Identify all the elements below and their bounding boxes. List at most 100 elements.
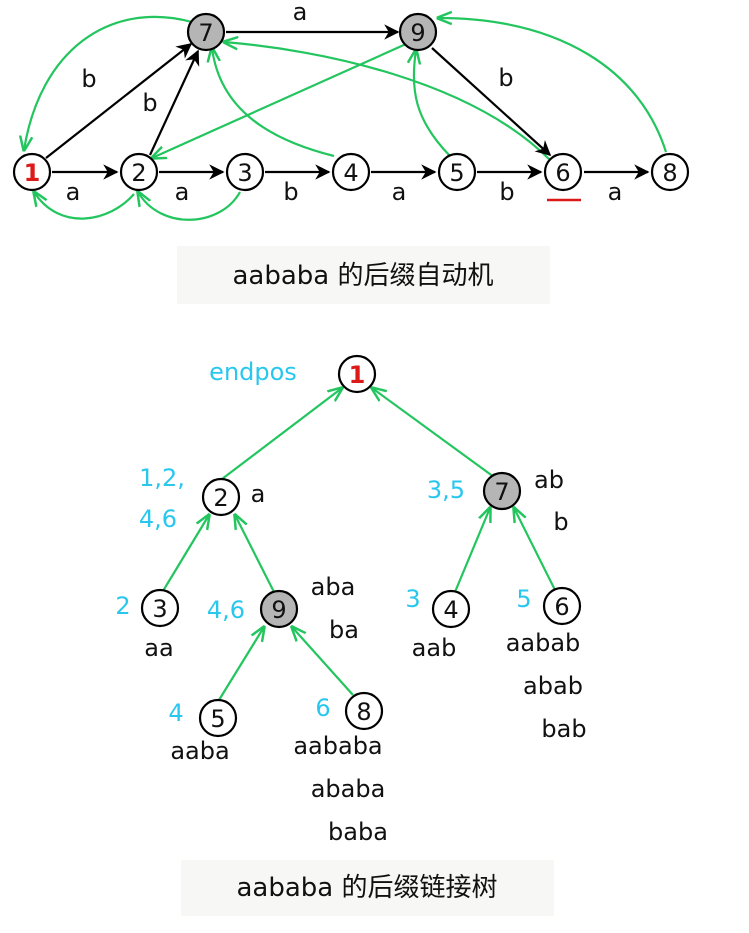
- edge-label-6-8: a: [608, 178, 623, 206]
- substr-node-2: a: [251, 480, 266, 508]
- svg-text:aababa 的后缀自动机: aababa 的后缀自动机: [232, 261, 493, 291]
- tree-node-5: 5: [198, 698, 238, 738]
- svg-text:2: 2: [213, 484, 228, 512]
- substr-node-7-line1: ab: [534, 466, 564, 494]
- tree-edge-4-7: [453, 508, 490, 593]
- svg-text:7: 7: [494, 478, 509, 506]
- tree-node-1: 1: [337, 354, 377, 394]
- substr-node-8-line3: baba: [328, 818, 388, 846]
- svg-text:5: 5: [449, 159, 464, 187]
- automaton-node-6: 6: [543, 152, 583, 192]
- tree-edge-8-9: [292, 627, 354, 696]
- edge-label-4-5: a: [392, 178, 407, 206]
- svg-text:8: 8: [356, 698, 371, 726]
- edge-label-1-2: a: [66, 178, 81, 206]
- tree-edge-5-9: [218, 627, 264, 701]
- svg-text:9: 9: [410, 19, 425, 47]
- automaton-node-4: 4: [331, 152, 371, 192]
- suffix-link-6-7: [224, 42, 551, 161]
- tree-caption: aababa 的后缀链接树: [181, 860, 554, 916]
- automaton-node-7: 7: [186, 12, 226, 52]
- endpos-node-2-line2: 4,6: [139, 505, 177, 533]
- tree-node-3: 3: [140, 588, 180, 628]
- tree-edge-9-2: [235, 515, 275, 593]
- automaton-edge-labels: a a b a b a a b b b: [66, 0, 623, 206]
- edge-label-9-6: b: [498, 64, 513, 92]
- tree-edge-6-7: [514, 508, 556, 591]
- edge-label-5-6: b: [499, 178, 514, 206]
- suffix-automaton: a a b a b a a b b b 1 2 3: [12, 0, 690, 304]
- endpos-node-7: 3,5: [427, 476, 465, 504]
- automaton-caption: aababa 的后缀自动机: [177, 246, 550, 304]
- suffix-link-5-9: [414, 50, 451, 157]
- tree-node-7: 7: [482, 471, 522, 511]
- endpos-node-8: 6: [315, 694, 330, 722]
- tree-nodes: 1 2 7 3 9 4 6: [140, 354, 582, 738]
- tree-endpos-labels: 1,2, 4,6 3,5 2 4,6 3 5 4 6: [115, 464, 531, 727]
- automaton-node-1: 1: [12, 152, 52, 192]
- endpos-node-6: 5: [516, 585, 531, 613]
- tree-edge-3-2: [162, 515, 209, 592]
- svg-text:1: 1: [349, 361, 366, 389]
- tree-node-9: 9: [259, 589, 299, 629]
- svg-text:3: 3: [152, 595, 167, 623]
- suffix-link-3-2: [138, 192, 241, 221]
- endpos-node-2-line1: 1,2,: [139, 464, 185, 492]
- tree-edges: [162, 388, 556, 701]
- substr-node-5: aaba: [170, 737, 229, 765]
- edge-label-1-7: b: [81, 65, 96, 93]
- endpos-header: endpos: [209, 358, 297, 386]
- automaton-suffix-links: [24, 15, 668, 221]
- svg-text:5: 5: [210, 705, 225, 733]
- edge-label-2-7: b: [142, 89, 157, 117]
- substr-node-6-line3: bab: [541, 715, 586, 743]
- substr-node-8-line2: ababa: [311, 775, 386, 803]
- edge-label-3-4: b: [283, 178, 298, 206]
- automaton-node-5: 5: [437, 152, 477, 192]
- suffix-link-9-2: [152, 42, 407, 158]
- suffix-link-7-1: [24, 15, 193, 150]
- substr-node-6-line1: aabab: [506, 629, 581, 657]
- tree-node-6: 6: [542, 586, 582, 626]
- substr-node-3: aa: [144, 634, 173, 662]
- svg-text:8: 8: [662, 159, 677, 187]
- svg-text:3: 3: [237, 159, 252, 187]
- tree-substring-labels: a ab b aa aba ba aab aabab abab bab aaba…: [144, 466, 586, 846]
- endpos-node-4: 3: [405, 585, 420, 613]
- transition-2-7: [149, 49, 200, 156]
- transition-9-6: [431, 47, 552, 157]
- svg-text:6: 6: [554, 593, 569, 621]
- endpos-node-9: 4,6: [207, 596, 245, 624]
- edge-label-2-3: a: [175, 178, 190, 206]
- tree-edge-2-1: [221, 388, 342, 480]
- svg-text:aababa 的后缀链接树: aababa 的后缀链接树: [236, 873, 497, 903]
- automaton-node-9: 9: [398, 12, 438, 52]
- substr-node-7-line2: b: [553, 508, 568, 536]
- transition-1-7: [45, 43, 193, 159]
- endpos-node-5: 4: [168, 699, 183, 727]
- suffix-link-4-7: [212, 48, 335, 158]
- substr-node-9-line1: aba: [311, 573, 356, 601]
- svg-text:9: 9: [271, 596, 286, 624]
- endpos-node-3: 2: [115, 592, 130, 620]
- tree-edge-7-1: [372, 388, 495, 478]
- automaton-node-3: 3: [225, 152, 265, 192]
- svg-text:7: 7: [198, 19, 213, 47]
- svg-text:6: 6: [555, 159, 570, 187]
- automaton-nodes: 1 2 3 4 5 6: [12, 12, 690, 202]
- svg-text:4: 4: [343, 159, 358, 187]
- svg-text:1: 1: [24, 159, 41, 187]
- svg-text:4: 4: [443, 596, 458, 624]
- automaton-node-8: 8: [650, 152, 690, 192]
- automaton-transitions: [45, 24, 650, 180]
- tree-node-4: 4: [431, 589, 471, 629]
- substr-node-4: aab: [412, 634, 457, 662]
- substr-node-9-line2: ba: [329, 616, 359, 644]
- automaton-node-2: 2: [119, 152, 159, 192]
- edge-label-7-9: a: [293, 0, 308, 26]
- suffix-link-8-9: [438, 18, 668, 153]
- substr-node-8-line1: aababa: [293, 732, 382, 760]
- tree-node-8: 8: [344, 691, 384, 731]
- suffix-link-tree: endpos 1 2 7: [115, 354, 587, 916]
